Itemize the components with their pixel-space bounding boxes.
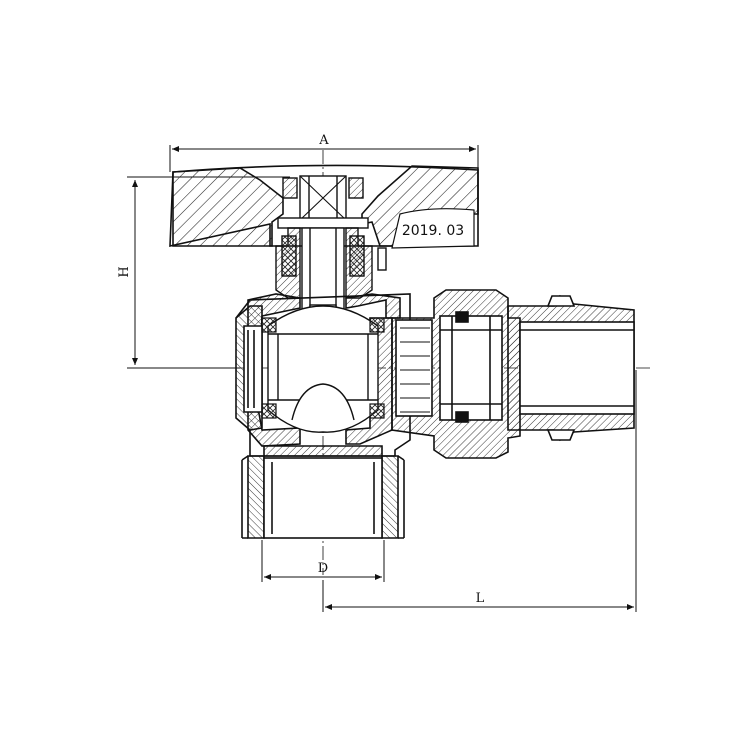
bottom-outlet <box>241 445 405 539</box>
stem-nut <box>277 175 369 229</box>
date-stamp: 2019. 03 <box>391 208 475 249</box>
date-stamp-text: 2019. 03 <box>402 223 464 239</box>
dimension-l-label: L <box>476 591 485 606</box>
bonnet <box>275 227 387 299</box>
dimension-d <box>261 540 385 582</box>
dimension-a-label: A <box>318 133 329 148</box>
tailpiece <box>507 294 635 442</box>
seat-rings <box>261 317 385 419</box>
dimension-h-label: H <box>117 266 132 277</box>
dimension-l <box>322 370 637 612</box>
handle <box>169 164 479 248</box>
ball <box>267 305 379 433</box>
union-nut <box>391 289 521 459</box>
